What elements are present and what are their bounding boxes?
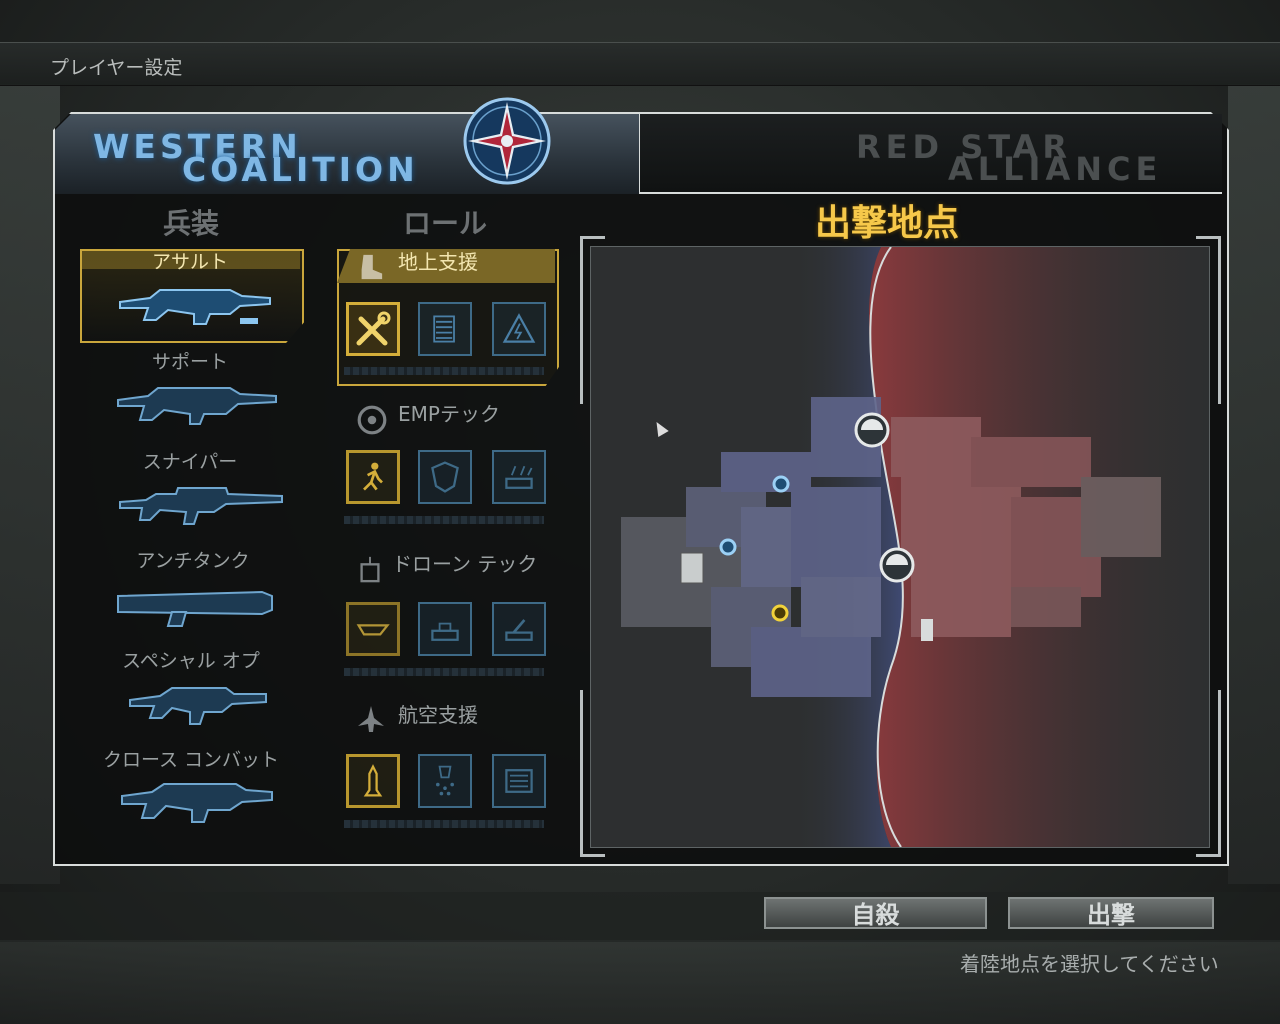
header-bar: プレイヤー設定 (0, 42, 1280, 86)
role-ability-drone-tank[interactable] (418, 602, 472, 656)
enemy-team-name-line2[interactable]: ALLIANCE (948, 150, 1163, 188)
rocket-launcher-icon[interactable] (112, 582, 282, 630)
role-ability-wrench[interactable] (346, 302, 400, 356)
background-building (0, 84, 60, 884)
background-building (1228, 84, 1280, 884)
roles-column-heading: ロール (403, 207, 488, 240)
map-bracket-top-left (580, 236, 605, 404)
weapons-column-heading: 兵装 (163, 207, 220, 240)
role-title-emp-tech[interactable]: EMPテック (398, 402, 500, 426)
role-title-ground-support[interactable]: 地上支援 (398, 250, 478, 274)
base-marker-icon[interactable] (680, 552, 704, 584)
weapon-label-sniper[interactable]: スナイパー (142, 451, 238, 473)
status-message: 着陸地点を選択してください (960, 952, 1219, 976)
wrench-icon (356, 311, 391, 346)
suicide-button[interactable]: 自殺 (764, 897, 987, 929)
role-progress-strip (344, 820, 544, 828)
smg-icon[interactable] (116, 680, 286, 728)
role-ability-tank-emp[interactable] (492, 450, 546, 504)
remote-icon (360, 556, 380, 583)
machine-gun-icon[interactable] (112, 380, 282, 428)
assault-rifle-icon[interactable] (110, 280, 280, 328)
map-title: 出撃地点 (815, 203, 960, 244)
team-name-line1: WESTERN (93, 127, 302, 166)
role-ability-turret[interactable] (492, 602, 546, 656)
role-ability-runner[interactable] (346, 450, 400, 504)
tank-emp-icon (505, 465, 533, 489)
map-bracket-bottom-left (580, 690, 605, 857)
warning-icon (502, 313, 536, 343)
map-bracket-top-right (1196, 236, 1221, 404)
background-building (0, 940, 1280, 1024)
role-progress-strip (344, 367, 544, 375)
role-ability-drone[interactable] (346, 602, 400, 656)
role-progress-strip (344, 668, 544, 676)
deploy-button[interactable]: 出撃 (1008, 897, 1214, 929)
spawn-marker-blue[interactable] (772, 475, 790, 493)
capture-point-center[interactable] (879, 547, 915, 583)
drone-tank-icon (431, 622, 459, 641)
enemy-team-name-line1[interactable]: RED STAR (856, 128, 1072, 166)
drone-icon (356, 624, 390, 636)
missile-icon (363, 764, 383, 797)
shotgun-icon[interactable] (112, 778, 282, 826)
sniper-rifle-icon[interactable] (116, 482, 286, 530)
role-title-drone-tech[interactable]: ドローン テック (392, 552, 538, 576)
map-bracket-bottom-right (1196, 690, 1221, 857)
weapon-label-assault[interactable]: アサルト (151, 251, 228, 273)
role-ability-strike[interactable] (492, 754, 546, 808)
vehicle-marker-icon[interactable] (921, 619, 933, 641)
page-title: プレイヤー設定 (50, 57, 183, 79)
map-terrain-blue (621, 397, 881, 697)
capture-point-north[interactable] (854, 412, 890, 448)
runner-icon (363, 462, 383, 491)
team-name-line2: COALITION (182, 150, 419, 189)
weapon-selected-frame (80, 249, 304, 343)
weapon-label-close-combat[interactable]: クロース コンバット (102, 749, 280, 771)
role-ability-shield[interactable] (418, 450, 472, 504)
weapon-label-special-op[interactable]: スペシャル オプ (122, 650, 260, 672)
shield-icon (431, 461, 459, 493)
deploy-map[interactable] (590, 246, 1210, 848)
deploy-map-canvas[interactable] (591, 247, 1209, 847)
weapon-label-anti-tank[interactable]: アンチタンク (136, 550, 250, 572)
role-ability-missile[interactable] (346, 754, 400, 808)
turret-icon (505, 619, 533, 641)
map-terrain-red (891, 417, 1161, 637)
role-ability-ammo[interactable] (418, 302, 472, 356)
role-ability-cluster-bomb[interactable] (418, 754, 472, 808)
emp-icon (357, 405, 387, 435)
cluster-bomb-icon (436, 765, 454, 796)
role-ability-warning[interactable] (492, 302, 546, 356)
team-tab-red-star-alliance[interactable] (640, 114, 1222, 194)
spawn-marker-yellow[interactable] (771, 604, 789, 622)
boot-icon (361, 254, 383, 280)
strike-icon (505, 769, 533, 793)
role-title-air-support[interactable]: 航空支援 (398, 703, 478, 727)
compass-star-emblem-icon (463, 97, 551, 185)
jet-icon (358, 706, 384, 732)
weapon-label-support[interactable]: サポート (151, 351, 228, 373)
role-progress-strip (344, 516, 544, 524)
ammo-icon (433, 315, 455, 343)
spawn-marker-blue[interactable] (719, 538, 737, 556)
